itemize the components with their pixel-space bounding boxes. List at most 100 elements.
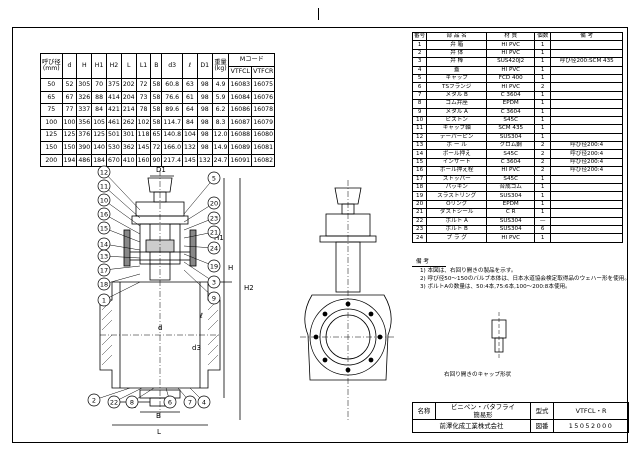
part-balloon-8: 8 xyxy=(125,387,155,409)
part-balloon-22: 22 xyxy=(107,387,143,409)
part-balloon-4: 4 xyxy=(189,387,211,409)
part-balloon-3: 3 xyxy=(183,261,221,289)
dim-label-H2: H2 xyxy=(244,284,254,292)
part-balloon-19: 19 xyxy=(183,253,221,273)
parts-cell xyxy=(550,233,624,243)
svg-text:6: 6 xyxy=(168,398,172,406)
dim-cell: 132 xyxy=(196,153,213,168)
drawing-frame xyxy=(12,27,628,443)
svg-text:10: 10 xyxy=(100,196,108,204)
cap-outline xyxy=(147,177,173,193)
dim-cell: 24.7 xyxy=(211,153,230,168)
svg-text:3: 3 xyxy=(212,278,216,286)
dim-header-1: d xyxy=(61,52,78,80)
dim-header-7: B xyxy=(150,52,163,80)
note-line-3: 3) ボルトAの数量は、50:4本,75:6本,100〜200:8本使用。 xyxy=(420,284,571,290)
dim-header-10: D1 xyxy=(196,52,213,80)
dim-label-d: d xyxy=(158,324,162,332)
note-line-2: 2) 呼び径50〜150のバルブ本体は、日本水道協会検定取得品のウェハー形を使用… xyxy=(420,276,630,282)
part-balloon-13: 13 xyxy=(97,249,141,263)
part-balloon-6: 6 xyxy=(163,387,177,409)
cap-shape-caption: 右回り開きのキャップ形状 xyxy=(444,372,512,378)
dim-cell: 14.9 xyxy=(211,141,230,155)
dim-cell: 90 xyxy=(150,153,163,168)
notes-heading: 備 考 xyxy=(412,258,446,267)
dim-label-H: H xyxy=(228,264,233,272)
part-balloon-23: 23 xyxy=(183,211,221,231)
dim-label-H1: H1 xyxy=(214,234,224,242)
dim-cell: 145 xyxy=(182,153,198,168)
svg-text:21: 21 xyxy=(210,228,218,236)
svg-text:18: 18 xyxy=(100,280,108,288)
svg-text:24: 24 xyxy=(210,244,218,252)
drawing-no-label: 図番 xyxy=(530,419,554,433)
dim-cell: 16082 xyxy=(251,153,276,168)
part-balloon-11: 11 xyxy=(97,179,141,219)
svg-text:7: 7 xyxy=(188,398,192,406)
svg-text:12: 12 xyxy=(100,168,108,176)
dim-header-5: L xyxy=(120,52,137,80)
svg-text:11: 11 xyxy=(100,182,108,190)
part-balloon-18: 18 xyxy=(97,273,141,291)
svg-text:5: 5 xyxy=(212,174,216,182)
svg-text:4: 4 xyxy=(202,398,206,406)
dim-cell: 670 xyxy=(106,153,122,168)
part-balloon-7: 7 xyxy=(177,387,197,409)
parts-cell: 24 xyxy=(411,233,428,243)
dim-label-L: L xyxy=(157,428,161,436)
dim-header-8: d3 xyxy=(161,52,184,80)
part-balloon-1: 1 xyxy=(97,281,141,307)
part-balloon-16: 16 xyxy=(97,207,141,235)
svg-text:8: 8 xyxy=(130,398,134,406)
dim-header-11: 重量 (kg) xyxy=(211,52,230,80)
side-cap xyxy=(334,187,362,205)
svg-text:13: 13 xyxy=(100,252,108,260)
svg-text:17: 17 xyxy=(100,266,108,274)
svg-text:20: 20 xyxy=(210,199,218,207)
svg-text:1: 1 xyxy=(102,296,106,304)
part-balloon-9: 9 xyxy=(183,269,221,305)
dim-label-B: B xyxy=(156,412,161,420)
drawing-number: 15052000 xyxy=(553,419,629,433)
part-balloon-17: 17 xyxy=(97,263,141,277)
part-balloon-21: 21 xyxy=(183,225,221,239)
note-line-1: 1) 本図は、右回り開きの製品を示す。 xyxy=(420,268,517,274)
svg-text:16: 16 xyxy=(100,210,108,218)
part-balloon-12: 12 xyxy=(97,165,141,211)
svg-text:15: 15 xyxy=(100,224,108,232)
dim-label-d3: d3 xyxy=(192,344,201,352)
svg-text:22: 22 xyxy=(110,398,118,406)
side-body xyxy=(304,294,392,381)
part-balloon-14: 14 xyxy=(97,237,141,251)
dim-label-l: ℓ xyxy=(199,312,203,320)
svg-text:19: 19 xyxy=(210,262,218,270)
part-balloon-24: 24 xyxy=(183,241,221,255)
dim-header-4: H2 xyxy=(106,52,122,80)
part-balloon-2: 2 xyxy=(87,387,131,407)
dim-cell: 16091 xyxy=(228,153,253,168)
svg-text:2: 2 xyxy=(92,396,96,404)
dim-label-D1: D1 xyxy=(156,166,166,174)
part-balloon-5: 5 xyxy=(183,171,221,215)
part-balloon-20: 20 xyxy=(183,196,221,223)
svg-text:14: 14 xyxy=(100,240,108,248)
part-balloon-15: 15 xyxy=(97,221,141,243)
top-center-mark xyxy=(318,8,319,20)
svg-text:23: 23 xyxy=(210,214,218,222)
part-balloon-10: 10 xyxy=(97,193,141,227)
